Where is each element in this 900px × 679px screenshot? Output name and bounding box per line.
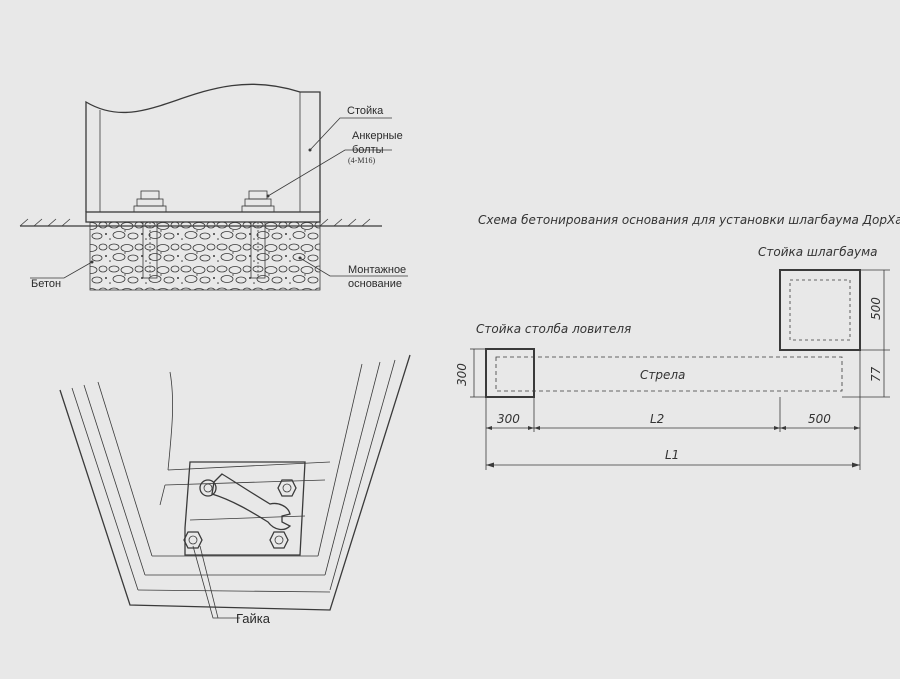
label-post: Стойка: [347, 105, 384, 117]
leader-bolts: [267, 149, 392, 197]
dim-l2: L2: [650, 412, 664, 426]
barrier-post-square: [779, 269, 861, 351]
label-bolts-line2: болты: [352, 144, 384, 156]
label-base-line2: основание: [348, 278, 402, 290]
nut-bottom-left: [183, 531, 203, 549]
leader-post: [309, 117, 392, 151]
leader-nut: [192, 545, 240, 619]
label-boom: Стрела: [640, 368, 685, 382]
label-bolts-line1: Анкерные: [352, 130, 403, 142]
label-nut: Гайка: [236, 611, 271, 626]
dim-barrier-width: 500: [808, 412, 831, 426]
wrench-icon: [211, 473, 292, 531]
dim-offset: 77: [869, 366, 883, 382]
dim-catcher-height: 300: [455, 363, 469, 386]
dim-catcher-width: 300: [497, 412, 520, 426]
concrete-block: [90, 222, 320, 290]
nut-view: Гайка: [59, 354, 411, 626]
base-plate: [85, 211, 321, 223]
nut-top-left: [199, 479, 217, 497]
scheme-title: Схема бетонирования основания для устано…: [478, 213, 900, 227]
dim-l1: L1: [665, 448, 679, 462]
concreting-scheme: Схема бетонирования основания для устано…: [455, 213, 900, 470]
dim-barrier-height: 500: [869, 297, 883, 320]
anchor-bolt-left: [133, 190, 167, 279]
label-base-line1: Монтажное: [348, 264, 406, 276]
label-bolts-line3: (4-M16): [348, 156, 375, 165]
leader-concrete: [30, 261, 93, 279]
label-catcher-post: Стойка столба ловителя: [476, 322, 631, 336]
anchor-bolt-right: [241, 190, 275, 279]
label-concrete: Бетон: [31, 278, 61, 290]
nut-top-right: [277, 479, 297, 497]
nut-bottom-right: [269, 531, 289, 549]
post-outline: [85, 83, 321, 212]
post-outer-outline: [59, 354, 411, 611]
ground-hatch: [19, 218, 371, 227]
base-plate-top: [184, 461, 306, 556]
label-barrier-post: Стойка шлагбаума: [758, 245, 878, 259]
boom-outline: [495, 356, 843, 392]
catcher-post-square: [485, 348, 535, 398]
leader-base: [299, 257, 408, 277]
foundation-section: Стойка Анкерные болты (4-M16) Бетон Монт…: [19, 83, 408, 291]
